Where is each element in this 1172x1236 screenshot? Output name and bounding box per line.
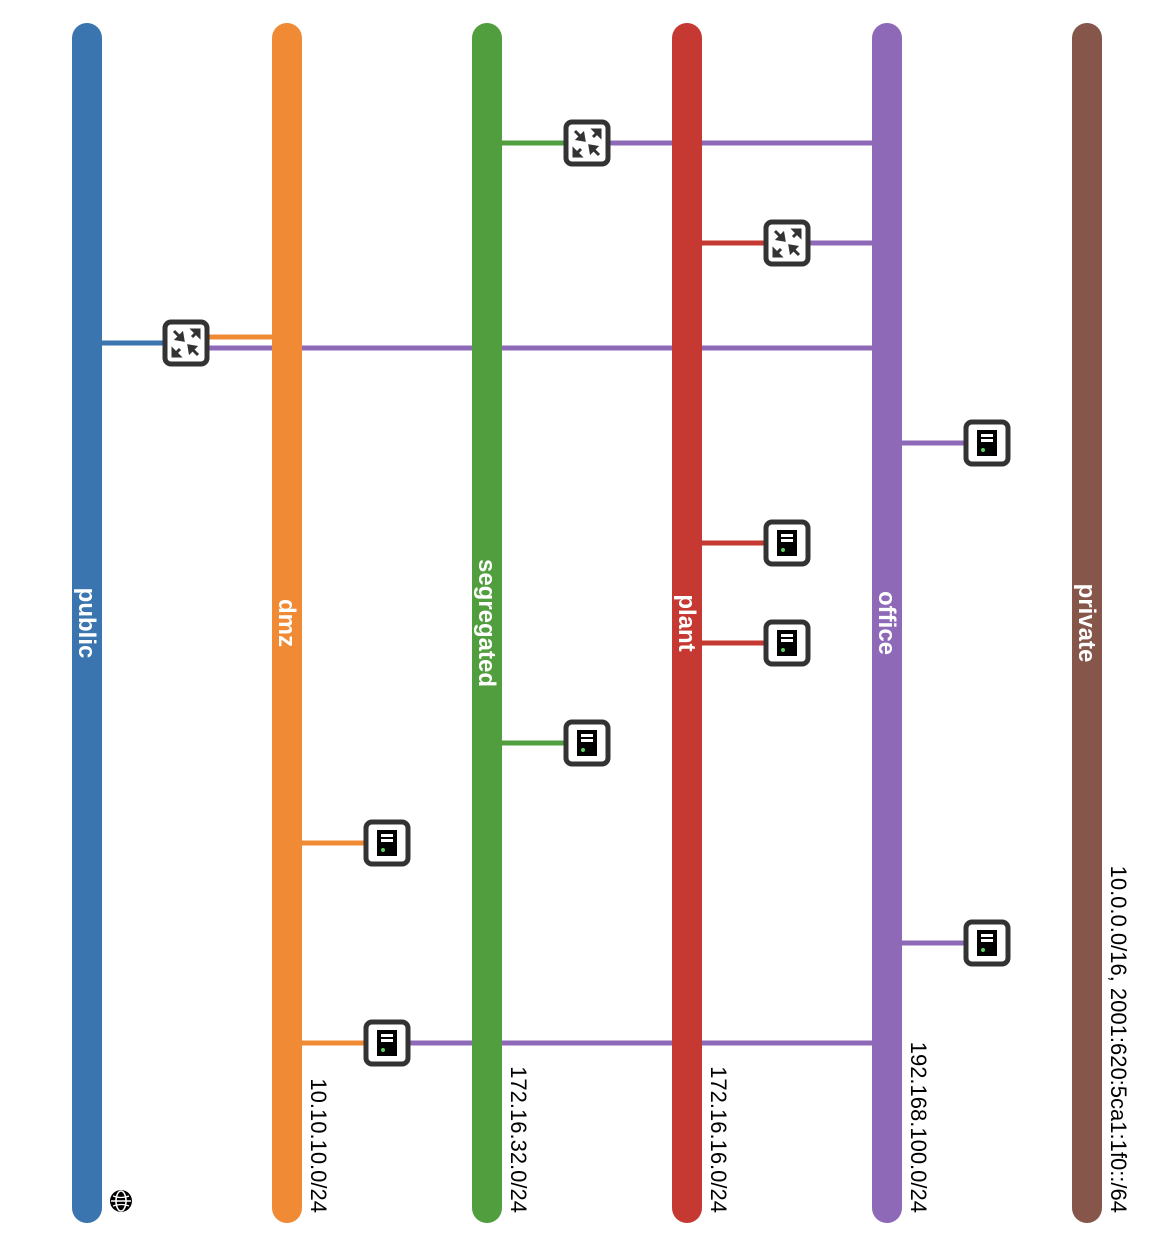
network-cidr-private: 10.0.0.0/16, 2001:620:5ca1:1f0::/64: [1106, 866, 1131, 1213]
network-bar-plant[interactable]: [672, 23, 702, 1223]
network-bar-office[interactable]: [872, 23, 902, 1223]
network-bar-dmz[interactable]: [272, 23, 302, 1223]
network-labels: public dmz segregated plant office priva…: [73, 559, 1100, 687]
links: [101, 140, 987, 1046]
network-bar-segregated[interactable]: [472, 23, 502, 1223]
network-name-private: private: [1073, 584, 1100, 663]
server-icon[interactable]: [963, 419, 1011, 467]
server-icon[interactable]: [763, 519, 811, 567]
network-bar-public[interactable]: [72, 23, 102, 1223]
networks: [72, 23, 1102, 1223]
network-name-public: public: [73, 588, 100, 659]
network-name-plant: plant: [673, 594, 700, 651]
servers: [363, 419, 1011, 1067]
network-name-segregated: segregated: [473, 559, 500, 687]
network-cidr-dmz: 10.10.10.0/24: [306, 1078, 331, 1213]
router-icon[interactable]: [563, 119, 611, 167]
server-icon[interactable]: [563, 719, 611, 767]
network-bar-private[interactable]: [1072, 23, 1102, 1223]
cidr-labels: 10.10.10.0/24 172.16.32.0/24 172.16.16.0…: [306, 866, 1131, 1213]
network-name-dmz: dmz: [273, 599, 300, 647]
server-icon[interactable]: [363, 819, 411, 867]
router-icon[interactable]: [162, 319, 210, 367]
router-icon[interactable]: [763, 219, 811, 267]
globe-icon: [110, 1190, 132, 1212]
server-icon[interactable]: [763, 619, 811, 667]
network-cidr-plant: 172.16.16.0/24: [706, 1066, 731, 1213]
network-name-office: office: [873, 591, 900, 655]
routers: [162, 119, 811, 367]
server-icon[interactable]: [963, 919, 1011, 967]
server-icon[interactable]: [363, 1019, 411, 1067]
network-cidr-segregated: 172.16.32.0/24: [506, 1066, 531, 1213]
network-cidr-office: 192.168.100.0/24: [906, 1042, 931, 1213]
